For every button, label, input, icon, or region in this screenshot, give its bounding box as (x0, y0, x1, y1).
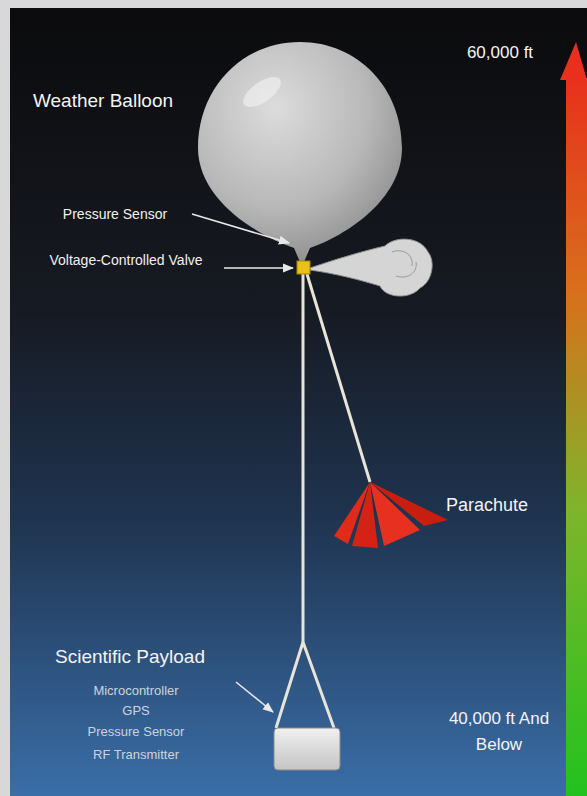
altitude-bar (566, 78, 587, 796)
altitude-label: 40,000 ft And Below (436, 706, 562, 759)
leader-arrow (192, 214, 289, 243)
altitude-arrowhead (560, 42, 587, 80)
component-label: GPS (56, 701, 216, 721)
part-label: Voltage-Controlled Valve (40, 250, 212, 272)
leader-arrow (224, 267, 293, 269)
balloon-highlight (238, 71, 286, 113)
gas-puff-detail (392, 251, 416, 277)
balloon (198, 42, 402, 262)
part-label: Parachute (446, 492, 556, 520)
component-label: Microcontroller (56, 681, 216, 701)
parachute-line (307, 274, 370, 482)
payload-box (274, 728, 340, 770)
gas-puff (310, 239, 432, 296)
tether (302, 274, 305, 642)
parachute-panel (370, 482, 448, 526)
component-label: RF Transmitter (56, 745, 216, 765)
component-label: Pressure Sensor (56, 722, 216, 742)
leader-arrow (236, 682, 273, 712)
part-label: Scientific Payload (30, 642, 230, 671)
valve (297, 261, 310, 274)
sky-panel (10, 8, 587, 796)
title-label: Weather Balloon (28, 86, 178, 115)
payload-bridle (276, 642, 334, 728)
part-label: Pressure Sensor (40, 204, 190, 226)
altitude-label: 60,000 ft (440, 40, 560, 66)
